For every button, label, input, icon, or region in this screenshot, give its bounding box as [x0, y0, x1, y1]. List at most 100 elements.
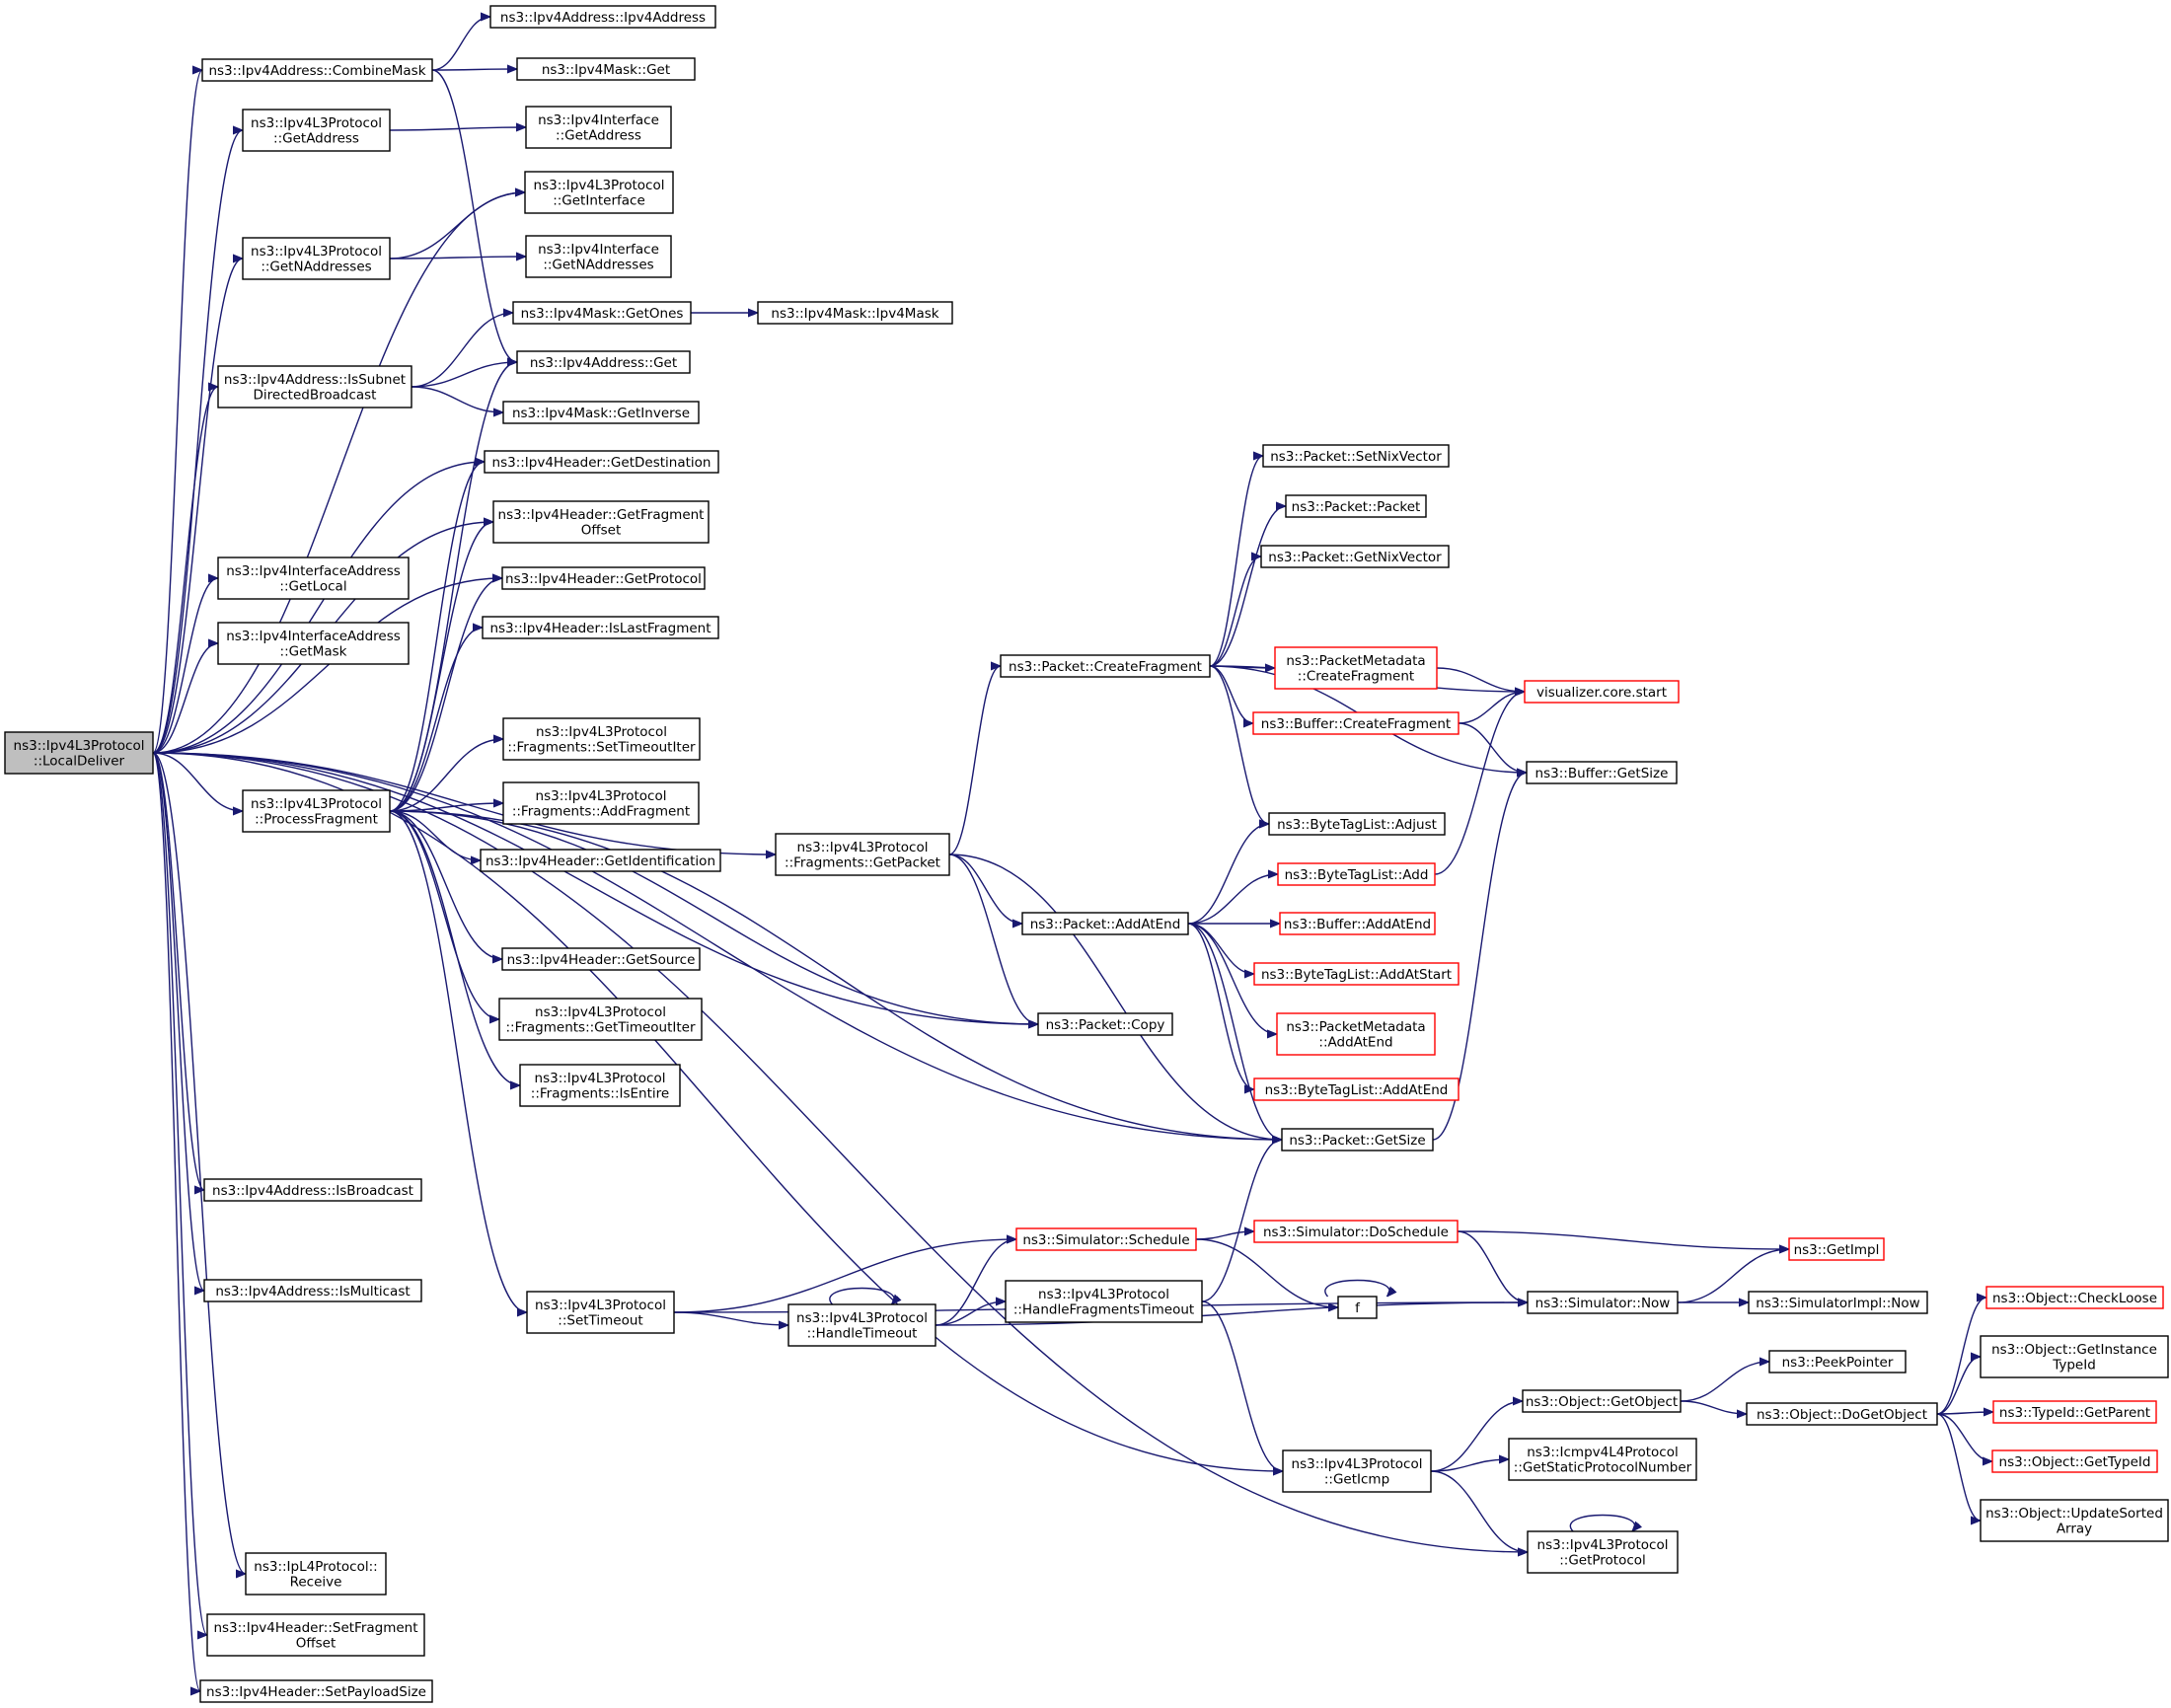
node-label: ns3::Simulator::Now [1535, 1296, 1671, 1311]
edge-root-to-processfragment [152, 752, 243, 811]
node-gettimeoutiter[interactable]: ns3::Ipv4L3Protocol::Fragments::GetTimeo… [498, 998, 703, 1041]
node-getmask[interactable]: ns3::Ipv4InterfaceAddress::GetMask [217, 622, 410, 665]
node-label: ns3::ByteTagList::AddAtEnd [1265, 1082, 1449, 1098]
node-f[interactable]: f [1337, 1296, 1378, 1319]
node-handlefragtimeout[interactable]: ns3::Ipv4L3Protocol::HandleFragmentsTime… [1005, 1280, 1203, 1323]
node-btl-adjust[interactable]: ns3::ByteTagList::Adjust [1268, 812, 1446, 836]
node-addr-get[interactable]: ns3::Ipv4Address::Get [516, 350, 691, 374]
node-getnixvector[interactable]: ns3::Packet::GetNixVector [1260, 545, 1450, 568]
node-copy[interactable]: ns3::Packet::Copy [1037, 1012, 1173, 1036]
node-box [1508, 1438, 1697, 1481]
node-box [480, 849, 721, 872]
node-box [775, 833, 950, 876]
node-buf-addatend[interactable]: ns3::Buffer::AddAtEnd [1279, 912, 1436, 935]
node-label: ::GetProtocol [1559, 1553, 1646, 1569]
edge-combinemask-to-mask-get [431, 69, 517, 70]
node-ismulticast[interactable]: ns3::Ipv4Address::IsMulticast [203, 1279, 422, 1302]
node-checkloose[interactable]: ns3::Object::CheckLoose [1985, 1286, 2164, 1309]
node-packet-ctor[interactable]: ns3::Packet::Packet [1285, 494, 1427, 518]
node-ipv4address-ctor[interactable]: ns3::Ipv4Address::Ipv4Address [489, 5, 716, 29]
node-box [482, 616, 719, 639]
node-getaddress[interactable]: ns3::Ipv4L3Protocol::GetAddress [242, 109, 391, 152]
node-label: ns3::Object::GetTypeId [1999, 1454, 2151, 1470]
node-label: ns3::Ipv4L3Protocol [1537, 1537, 1669, 1553]
node-handletimeout[interactable]: ns3::Ipv4L3Protocol::HandleTimeout [787, 1303, 936, 1347]
node-gettypeid[interactable]: ns3::Object::GetTypeId [1991, 1449, 2158, 1473]
node-box [1262, 444, 1450, 468]
node-getinterface[interactable]: ns3::Ipv4L3Protocol::GetInterface [524, 171, 674, 214]
node-getimpl[interactable]: ns3::GetImpl [1788, 1237, 1885, 1261]
node-label: ::Fragments::GetTimeoutIter [505, 1020, 695, 1036]
node-pm-createfragment[interactable]: ns3::PacketMetadata::CreateFragment [1274, 646, 1438, 690]
node-settimeoutiter[interactable]: ns3::Ipv4L3Protocol::Fragments::SetTimeo… [502, 717, 701, 761]
node-label: ns3::Ipv4Header::GetFragment [498, 507, 705, 523]
node-addatend[interactable]: ns3::Packet::AddAtEnd [1021, 912, 1189, 935]
node-settimeout[interactable]: ns3::Ipv4L3Protocol::SetTimeout [526, 1291, 675, 1334]
edge-getpacket-to-pkt-getsize [948, 854, 1282, 1140]
edge-addatend-to-pm-addatend [1187, 923, 1278, 1034]
node-mask-get[interactable]: ns3::Ipv4Mask::Get [516, 57, 696, 81]
node-setnixvector[interactable]: ns3::Packet::SetNixVector [1262, 444, 1450, 468]
node-addfragment[interactable]: ns3::Ipv4L3Protocol::Fragments::AddFragm… [502, 781, 700, 825]
node-getpacket[interactable]: ns3::Ipv4L3Protocol::Fragments::GetPacke… [775, 833, 950, 876]
node-btl-add[interactable]: ns3::ByteTagList::Add [1277, 862, 1436, 886]
node-iface-getaddress[interactable]: ns3::Ipv4Interface::GetAddress [525, 106, 672, 149]
node-setpayloadsize[interactable]: ns3::Ipv4Header::SetPayloadSize [199, 1679, 433, 1703]
node-box [1253, 1077, 1460, 1101]
node-getinverse[interactable]: ns3::Ipv4Mask::GetInverse [502, 401, 700, 424]
node-getones[interactable]: ns3::Ipv4Mask::GetOnes [512, 301, 692, 325]
node-impl-now[interactable]: ns3::SimulatorImpl::Now [1748, 1291, 1928, 1314]
node-processfragment[interactable]: ns3::Ipv4L3Protocol::ProcessFragment [242, 789, 391, 833]
node-mask-ctor[interactable]: ns3::Ipv4Mask::Ipv4Mask [757, 301, 953, 325]
node-label: ns3::Ipv4L3Protocol [796, 1310, 928, 1326]
node-box [1527, 1291, 1679, 1314]
node-getdestination[interactable]: ns3::Ipv4Header::GetDestination [484, 450, 719, 474]
node-now[interactable]: ns3::Simulator::Now [1527, 1291, 1679, 1314]
node-islastfragment[interactable]: ns3::Ipv4Header::IsLastFragment [482, 616, 719, 639]
node-icmpnum[interactable]: ns3::Icmpv4L4Protocol::GetStaticProtocol… [1508, 1438, 1697, 1481]
edge-createfragment-to-packet-ctor [1209, 506, 1287, 667]
node-pm-addatend[interactable]: ns3::PacketMetadata::AddAtEnd [1276, 1012, 1436, 1056]
node-getnaddresses[interactable]: ns3::Ipv4L3Protocol::GetNAddresses [242, 237, 391, 280]
node-isentire[interactable]: ns3::Ipv4L3Protocol::Fragments::IsEntire [519, 1064, 681, 1107]
edge-combinemask-to-addr-get [431, 69, 518, 362]
node-label: ns3::Ipv4Header::SetFragment [213, 1620, 417, 1636]
node-doschedule[interactable]: ns3::Simulator::DoSchedule [1253, 1220, 1459, 1243]
node-btl-addatstart[interactable]: ns3::ByteTagList::AddAtStart [1253, 962, 1460, 986]
node-label: ::GetLocal [279, 579, 346, 595]
node-getparent[interactable]: ns3::TypeId::GetParent [1992, 1400, 2157, 1424]
node-buf-createfragment[interactable]: ns3::Buffer::CreateFragment [1252, 711, 1460, 735]
node-vizstart[interactable]: visualizer.core.start [1524, 680, 1680, 704]
node-box [519, 1064, 681, 1107]
node-iface-getnaddresses[interactable]: ns3::Ipv4Interface::GetNAddresses [525, 235, 672, 278]
node-getlocal[interactable]: ns3::Ipv4InterfaceAddress::GetLocal [217, 557, 410, 600]
node-createfragment[interactable]: ns3::Packet::CreateFragment [1000, 654, 1211, 678]
node-getprotocol-hdr[interactable]: ns3::Ipv4Header::GetProtocol [501, 566, 706, 590]
node-pkt-getsize[interactable]: ns3::Packet::GetSize [1281, 1128, 1434, 1151]
node-getsource[interactable]: ns3::Ipv4Header::GetSource [501, 947, 701, 971]
node-label: ns3::Buffer::GetSize [1535, 766, 1669, 781]
node-schedule[interactable]: ns3::Simulator::Schedule [1015, 1227, 1197, 1251]
node-btl-addatend[interactable]: ns3::ByteTagList::AddAtEnd [1253, 1077, 1460, 1101]
node-box [502, 717, 701, 761]
node-box [206, 1613, 425, 1657]
node-label: ::ProcessFragment [255, 812, 378, 828]
node-getidentification[interactable]: ns3::Ipv4Header::GetIdentification [480, 849, 721, 872]
node-buf-getsize[interactable]: ns3::Buffer::GetSize [1526, 761, 1678, 784]
node-iprecv[interactable]: ns3::IpL4Protocol::Receive [245, 1552, 387, 1596]
node-peekpointer[interactable]: ns3::PeekPointer [1768, 1350, 1907, 1374]
edge-dogetobject-to-updatesorted [1936, 1413, 1982, 1521]
node-combinemask[interactable]: ns3::Ipv4Address::CombineMask [201, 58, 433, 82]
node-getobject[interactable]: ns3::Object::GetObject [1522, 1389, 1682, 1413]
node-getprotocol[interactable]: ns3::Ipv4L3Protocol::GetProtocol [1527, 1530, 1679, 1574]
node-geticmp[interactable]: ns3::Ipv4L3Protocol::GetIcmp [1282, 1449, 1432, 1493]
node-label: ns3::Ipv4L3Protocol [797, 840, 929, 855]
node-issubnet[interactable]: ns3::Ipv4Address::IsSubnetDirectedBroadc… [217, 365, 412, 408]
node-label: ns3::Ipv4L3Protocol [251, 115, 382, 131]
node-dogetobject[interactable]: ns3::Object::DoGetObject [1746, 1402, 1938, 1426]
node-isbroadcast[interactable]: ns3::Ipv4Address::IsBroadcast [203, 1178, 422, 1202]
